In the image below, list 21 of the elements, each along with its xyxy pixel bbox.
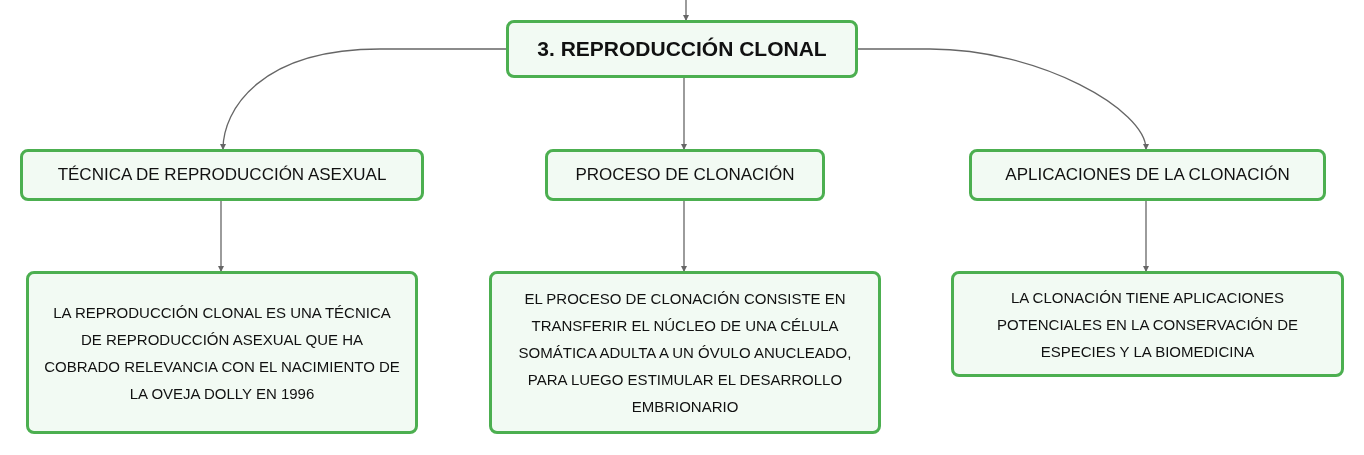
topic-box — [969, 149, 1326, 201]
arrow — [683, 0, 689, 21]
title-box — [506, 20, 858, 78]
topic-text: PROCESO DE CLONACIÓN — [575, 165, 795, 185]
description-box — [489, 271, 881, 434]
arrow — [681, 77, 687, 150]
topic-box — [545, 149, 825, 201]
arrow — [220, 48, 507, 150]
arrow — [681, 200, 687, 272]
description-text: LA REPRODUCCIÓN CLONAL ES UNA TÉCNICA DE REPRODUCCIÓN ASEXUAL QUE HA COBRADO RELEVANCIA CON EL NACIMIENTO DE LA OVEJA DOLLY EN 1996 — [43, 302, 401, 404]
arrow — [857, 48, 1148, 150]
description-text: EL PROCESO DE CLONACIÓN CONSISTE EN TRANSFERIR EL NÚCLEO DE UNA CÉLULA SOMÁTICA ADULTA A UN ÓVULO ANUCLEADO, PARA LUEGO ESTIMULAR EL DESARROLLO EMBRIONARIO — [517, 289, 853, 417]
description-box — [951, 271, 1344, 377]
topic-text: TÉCNICA DE REPRODUCCIÓN ASEXUAL — [57, 165, 387, 185]
description-text: LA CLONACIÓN TIENE APLICACIONES POTENCIALES EN LA CONSERVACIÓN DE ESPECIES Y LA BIOMEDICINA — [995, 287, 1300, 362]
arrow — [218, 200, 224, 272]
description-box — [26, 271, 418, 434]
arrow — [1143, 200, 1149, 272]
title-text: 3. REPRODUCCIÓN CLONAL — [537, 37, 827, 61]
topic-text: APLICACIONES DE LA CLONACIÓN — [1005, 165, 1290, 185]
topic-box — [20, 149, 424, 201]
